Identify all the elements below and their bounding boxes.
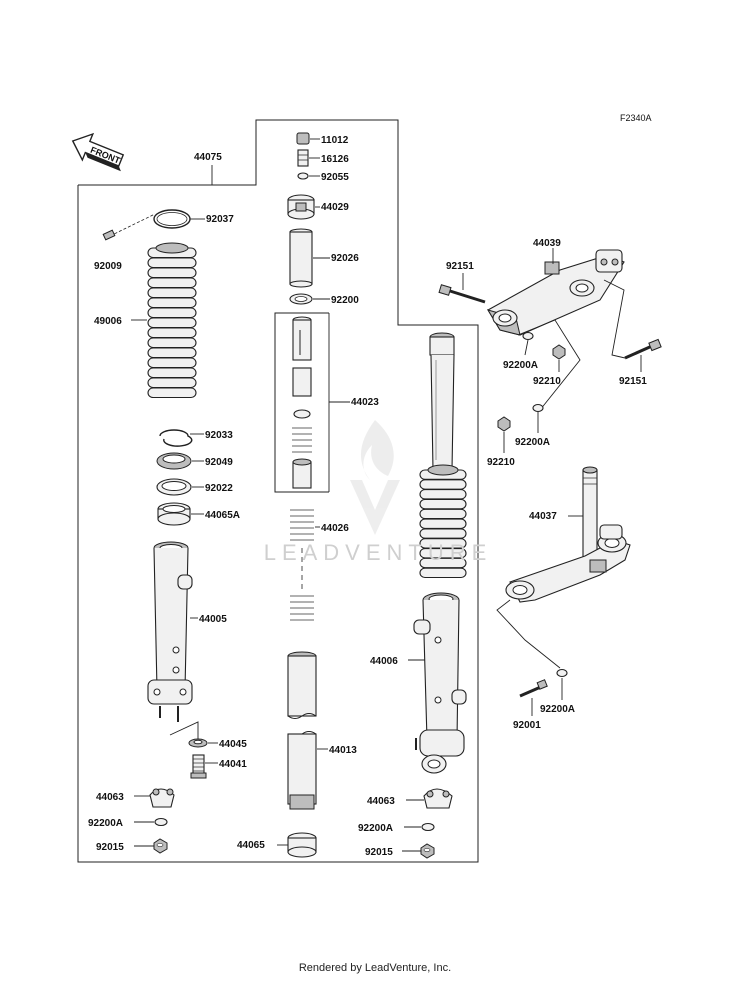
label-92151-right: 92151 [619, 376, 647, 387]
label-44063-left: 44063 [96, 792, 124, 803]
label-92210-mid: 92210 [487, 457, 515, 468]
label-44005: 44005 [199, 614, 227, 625]
label-44023: 44023 [351, 397, 379, 408]
part-92200A-bottom [556, 668, 568, 678]
part-92151-left [438, 284, 486, 304]
part-49006 [147, 242, 197, 399]
part-boot-right [419, 464, 467, 579]
part-92055 [297, 172, 309, 180]
label-92200A-mid: 92200A [515, 437, 550, 448]
label-92049: 92049 [205, 457, 233, 468]
watermark-logo-icon [350, 420, 400, 535]
label-92200: 92200 [331, 295, 359, 306]
part-44039 [486, 249, 625, 336]
part-92151-right [624, 338, 662, 360]
label-44063-right: 44063 [367, 796, 395, 807]
label-92151-left: 92151 [446, 261, 474, 272]
part-44045 [188, 738, 208, 748]
label-92200A-left: 92200A [88, 818, 123, 829]
label-92033: 92033 [205, 430, 233, 441]
label-44075: 44075 [194, 152, 222, 163]
part-92001 [519, 679, 548, 698]
part-92015-right [420, 843, 435, 859]
label-44065A: 44065A [205, 510, 240, 521]
label-44026: 44026 [321, 523, 349, 534]
part-44065A [157, 502, 191, 526]
label-92026: 92026 [331, 253, 359, 264]
part-92026 [289, 228, 313, 288]
label-44006: 44006 [370, 656, 398, 667]
part-44023 [292, 316, 312, 489]
lead-bracket-44045 [169, 721, 199, 742]
label-44037: 44037 [529, 511, 557, 522]
part-92009 [102, 213, 156, 241]
label-92001: 92001 [513, 720, 541, 731]
part-44005 [147, 541, 193, 722]
label-92055: 92055 [321, 172, 349, 183]
part-44041 [190, 754, 207, 779]
label-92200A-bottom: 92200A [540, 704, 575, 715]
group-44023-bracket [274, 312, 329, 493]
part-fork-tube-right [429, 332, 455, 471]
part-92200A-left [154, 817, 168, 827]
part-44006 [413, 592, 467, 774]
part-44063-left [149, 788, 175, 808]
part-16126 [297, 149, 309, 167]
footer-credit: Rendered by LeadVenture, Inc. [298, 962, 452, 974]
part-92200A-upper [522, 331, 534, 341]
label-16126: 16126 [321, 154, 349, 165]
part-11012 [296, 132, 310, 145]
part-92200A-mid [532, 403, 544, 413]
front-arrow-icon: FRONT [71, 132, 125, 172]
label-92009: 92009 [94, 261, 122, 272]
label-44039: 44039 [533, 238, 561, 249]
label-92015-left: 92015 [96, 842, 124, 853]
label-49006: 49006 [94, 316, 122, 327]
label-44029: 44029 [321, 202, 349, 213]
label-11012: 11012 [321, 135, 349, 146]
label-92210-upper: 92210 [533, 376, 561, 387]
part-44026 [290, 509, 314, 621]
label-92015-right: 92015 [365, 847, 393, 858]
part-44063-right [423, 788, 453, 809]
assembly-frame [77, 119, 479, 863]
label-44045: 44045 [219, 739, 247, 750]
part-92200A-right [421, 822, 435, 832]
part-92022 [156, 478, 192, 496]
part-92210-mid [497, 416, 511, 432]
part-92033 [159, 429, 193, 447]
part-92210-upper [552, 344, 566, 360]
diagram-code: F2340A [620, 113, 652, 123]
label-92200A-upper: 92200A [503, 360, 538, 371]
part-92037 [153, 209, 191, 229]
part-44029 [287, 194, 315, 220]
label-44065: 44065 [237, 840, 265, 851]
label-44013: 44013 [329, 745, 357, 756]
part-44013 [287, 651, 317, 810]
label-44041: 44041 [219, 759, 247, 770]
label-92200A-right: 92200A [358, 823, 393, 834]
part-92049 [156, 452, 192, 470]
label-92022: 92022 [205, 483, 233, 494]
label-92037: 92037 [206, 214, 234, 225]
part-92015-left [153, 838, 168, 854]
part-44065 [287, 832, 317, 858]
watermark-text: LEADVENTURE [263, 540, 493, 565]
part-44037 [505, 466, 631, 603]
